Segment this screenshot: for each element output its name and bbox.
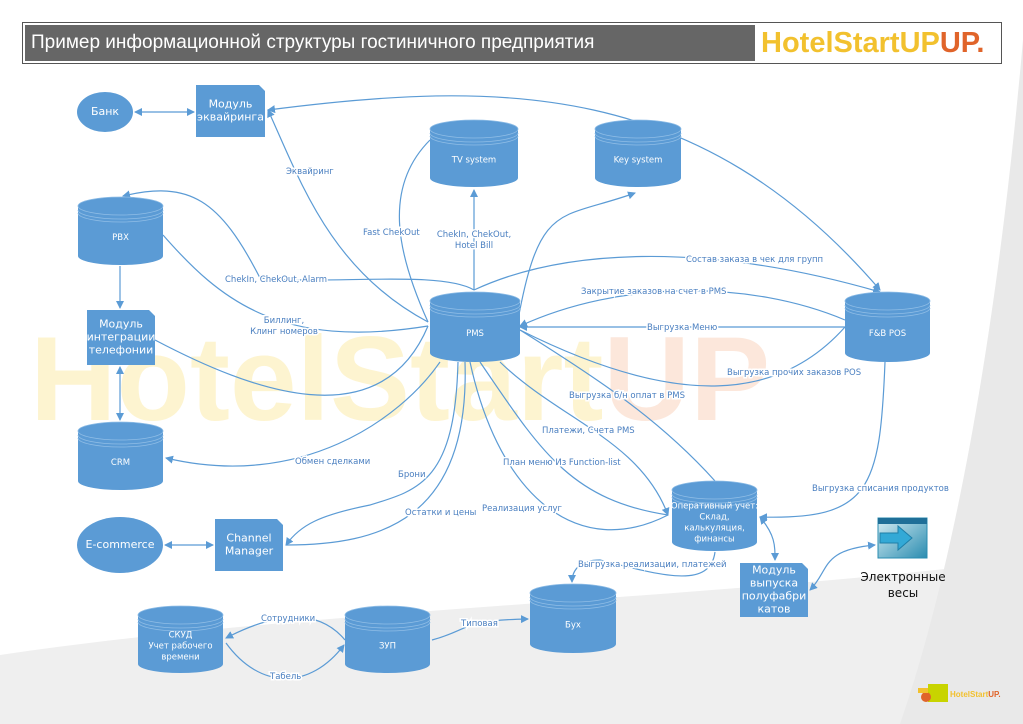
label-tv-checkin: ChekIn, ChekOut,Hotel Bill (437, 230, 511, 251)
node-bank[interactable]: Банк (77, 92, 133, 132)
label-services: Реализация услуг (482, 504, 563, 514)
footer-logo: HotelStartUP. (918, 684, 1001, 702)
edge-pbx-billing (162, 234, 429, 333)
label-writeoff: Выгрузка списания продуктов (812, 484, 949, 494)
edge-telephony-pms (154, 325, 429, 396)
edge-pms-tv-fast (398, 139, 431, 323)
label-group-check: Состав заказа в чек для групп (686, 255, 823, 265)
label-fast-checkout: Fast ChekOut (363, 228, 420, 238)
operative-label: Оперативный учет:Склад,калькуляция,финан… (671, 502, 758, 545)
svg-text:HotelStartUP.: HotelStartUP. (950, 690, 1001, 699)
label-close-orders: Закрытие заказов на счет в PMS (581, 287, 726, 297)
label-cashless: Выгрузка б/н оплат в PMS (569, 391, 685, 401)
edge-pms-channel-bookings (285, 361, 459, 546)
label-employees: Сотрудники (261, 614, 315, 624)
node-buh[interactable]: Бух (529, 583, 617, 653)
pms-label: PMS (466, 329, 484, 339)
edge-pos-pms-other (519, 326, 846, 387)
label-timesheet: Табель (269, 672, 301, 682)
label-menu-plan: План меню Из Function-list (503, 458, 621, 468)
edge-pms-channel-stock (285, 361, 466, 546)
key-label: Key system (614, 156, 663, 166)
edge-skud-zup (225, 642, 345, 679)
label-pbx-alarm: ChekIn, ChekOut, Alarm (225, 275, 327, 285)
background-swoosh-right (900, 40, 1023, 724)
ecommerce-label: E-commerce (86, 538, 155, 551)
label-other-orders: Выгрузка прочих заказов POS (727, 368, 861, 378)
edges (116, 95, 886, 679)
edge-acquiring-pos (267, 95, 881, 291)
edge-pms-acquiring (267, 109, 429, 323)
pbx-label: PBX (112, 233, 129, 243)
node-crm[interactable]: CRM (77, 421, 164, 491)
scales-icon (877, 517, 928, 559)
bank-label: Банк (91, 105, 119, 118)
brand-logo: HotelStartUPUP. (761, 27, 985, 59)
label-deals: Обмен сделками (295, 457, 370, 467)
node-fb_pos[interactable]: F&B POS (844, 291, 931, 362)
edge-pos-op-writeoff (759, 361, 886, 522)
node-ecommerce[interactable]: E-commerce (77, 517, 163, 573)
label-sales-payments: Выгрузка реализации, платежей (578, 560, 727, 570)
edge-pms-pbx (122, 190, 475, 291)
edge-pms-op-menu (479, 361, 669, 516)
node-pbx[interactable]: PBX (77, 196, 164, 265)
node-tv[interactable]: TV system (429, 119, 519, 187)
edge-pms-key (517, 191, 636, 321)
header: Пример информационной структуры гостинич… (22, 22, 1002, 64)
label-menu-upload: Выгрузка Меню (647, 323, 717, 333)
edge-op-semifab (759, 516, 779, 561)
fb_pos-label: F&B POS (869, 329, 906, 339)
buh-label: Бух (565, 621, 581, 631)
edge-pms-op-services (469, 361, 669, 531)
edge-labels: Эквайринг Fast ChekOut ChekIn, ChekOut,H… (224, 166, 951, 684)
edge-pos-pms-close (519, 290, 846, 327)
edge-semifab-scales (809, 541, 876, 591)
label-billing: Биллинг,Клинг номеров (250, 316, 318, 337)
node-key[interactable]: Key system (594, 119, 682, 187)
edge-pms-pos-group (473, 255, 881, 294)
page-title: Пример информационной структуры гостинич… (25, 25, 755, 61)
edge-op-pms-cashless (519, 329, 716, 482)
label-stock-prices: Остатки и цены (405, 508, 476, 518)
edge-zup-skud (225, 616, 346, 641)
edge-pms-op-pay (499, 361, 670, 516)
edge-op-buh (568, 551, 716, 583)
label-typical: Типовая (460, 619, 498, 629)
label-bookings: Брони (398, 470, 426, 480)
node-pms[interactable]: PMS (429, 291, 521, 362)
label-payments: Платежи, Счета PMS (542, 426, 635, 436)
edge-zup-buh (431, 615, 529, 641)
crm-label: CRM (111, 458, 130, 468)
node-zup[interactable]: ЗУП (344, 605, 431, 673)
zup-label: ЗУП (379, 642, 396, 652)
tv-label: TV system (451, 156, 496, 166)
node-operative[interactable]: Оперативный учет:Склад,калькуляция,финан… (671, 480, 758, 551)
label-acquiring: Эквайринг (286, 167, 334, 177)
edge-pms-crm (165, 361, 441, 467)
